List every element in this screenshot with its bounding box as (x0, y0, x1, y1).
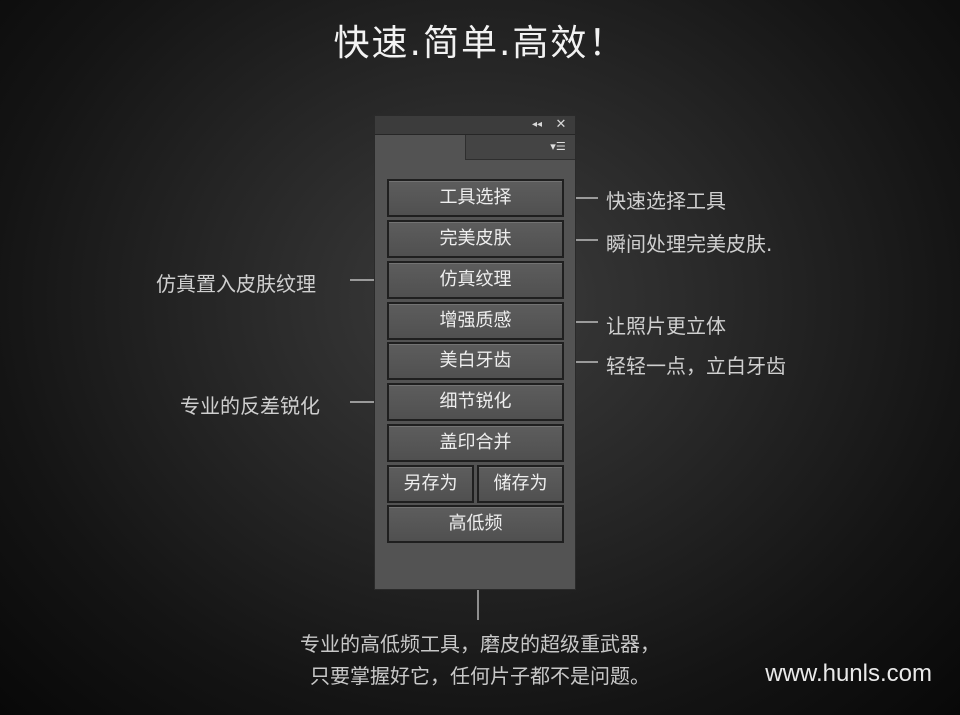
callout-perfect-skin: 瞬间处理完美皮肤. (606, 232, 773, 256)
perfect-skin-button[interactable]: 完美皮肤 (387, 220, 564, 258)
enhance-texture-button[interactable]: 增强质感 (387, 302, 564, 340)
detail-sharpen-button[interactable]: 细节锐化 (387, 383, 564, 421)
callout-simulated-texture: 仿真置入皮肤纹理 (156, 272, 316, 296)
double-chevron-left-icon[interactable]: ◂◂ (531, 119, 543, 130)
simulated-texture-button[interactable]: 仿真纹理 (387, 261, 564, 299)
watermark: www.hunls.com (765, 660, 932, 687)
high-low-freq-button[interactable]: 高低频 (387, 505, 564, 543)
bottom-note-line2: 只要掌握好它，任何片子都不是问题。 (310, 664, 650, 688)
headline: 快速.简单.高效！ (333, 23, 627, 64)
callout-teeth-whiten: 轻轻一点，立白牙齿 (606, 354, 786, 378)
callout-enhance-texture: 让照片更立体 (606, 314, 726, 338)
teeth-whiten-button[interactable]: 美白牙齿 (387, 342, 564, 380)
panel-tabstrip: ▾☰ (465, 135, 575, 160)
close-icon[interactable]: ✕ (555, 117, 567, 132)
save-as-button[interactable]: 另存为 (387, 465, 474, 503)
store-as-button[interactable]: 储存为 (477, 465, 564, 503)
tool-select-button[interactable]: 工具选择 (387, 179, 564, 217)
stamp-merge-button[interactable]: 盖印合并 (387, 424, 564, 462)
bottom-note-line1: 专业的高低频工具，磨皮的超级重武器， (300, 632, 660, 656)
bottom-note: 专业的高低频工具，磨皮的超级重武器， 只要掌握好它，任何片子都不是问题。 (0, 628, 960, 692)
panel-titlebar[interactable]: ◂◂ ✕ (375, 116, 575, 135)
callout-tool-select: 快速选择工具 (606, 189, 726, 213)
panel-menu-icon[interactable]: ▾☰ (550, 140, 566, 153)
panel-tab[interactable] (375, 135, 465, 160)
callout-detail-sharpen: 专业的反差锐化 (180, 394, 320, 418)
